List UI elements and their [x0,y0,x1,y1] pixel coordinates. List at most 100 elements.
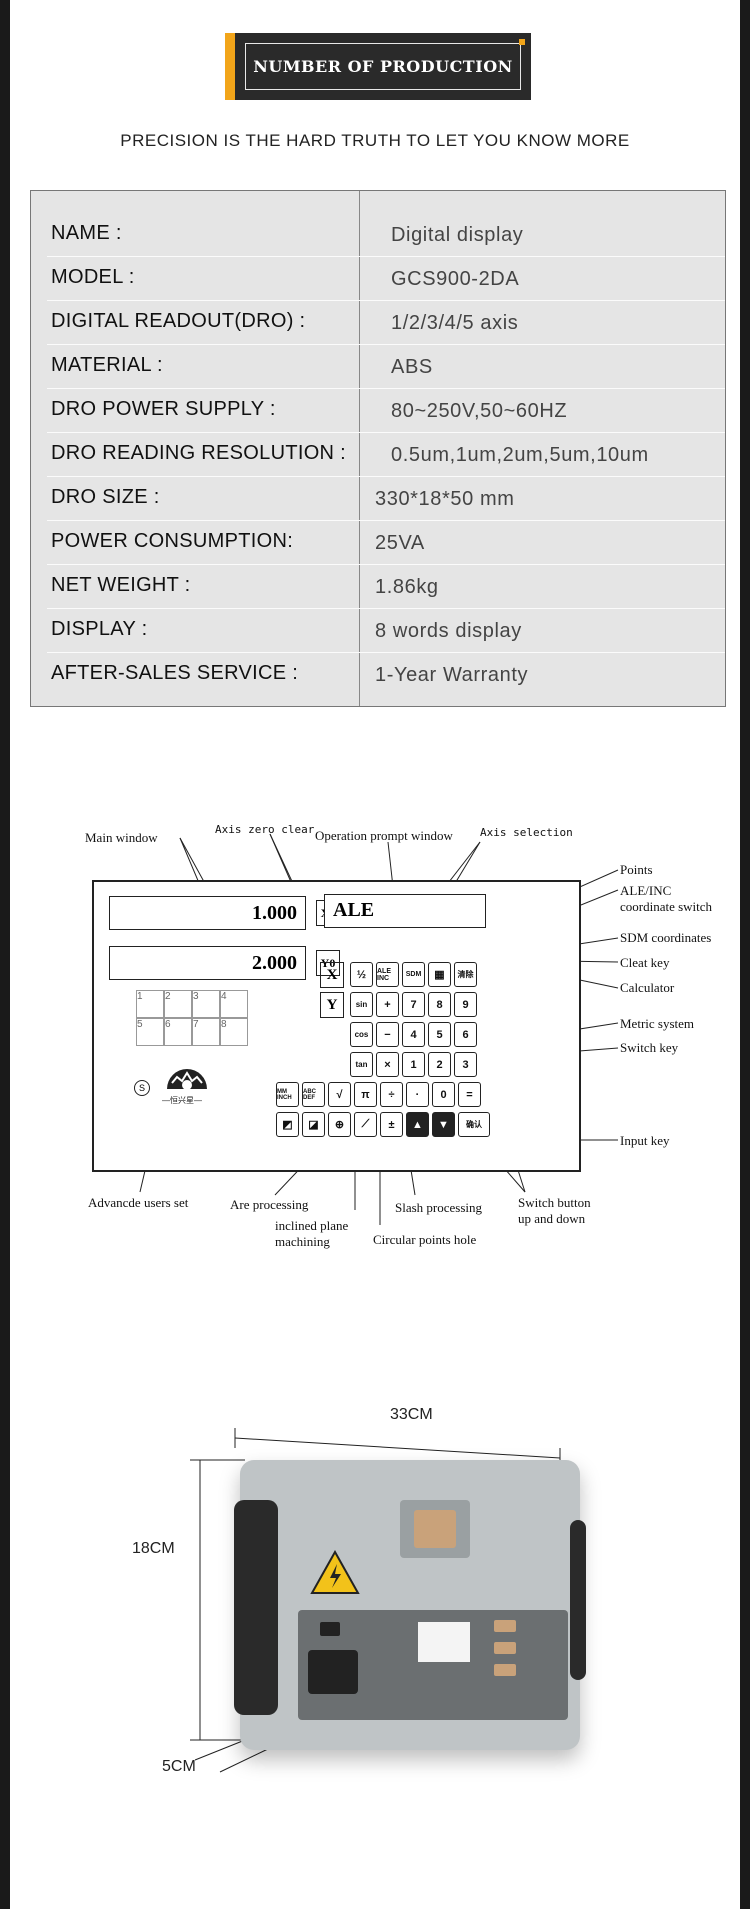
dro-device-back [234,1460,586,1750]
key-inclined-plane[interactable]: ◪ [302,1112,325,1137]
key-arc-processing[interactable]: ◩ [276,1112,299,1137]
spec-label: DISPLAY : [51,618,148,640]
power-switch[interactable] [320,1622,340,1636]
spec-row: DISPLAY : 8 words display [31,609,725,653]
key-mm-inch[interactable]: MM INCH [276,1082,299,1107]
key-cos[interactable]: cos [350,1022,373,1047]
key-slash-processing[interactable]: ⟋ [354,1112,377,1137]
key-9[interactable]: 9 [454,992,477,1017]
key-clear[interactable]: 清除 [454,962,477,987]
spec-value: Digital display [391,224,524,246]
spec-row: DRO SIZE :330*18*50 mm [31,477,725,521]
rear-connector-panel [298,1610,568,1720]
spec-value: ABS [391,356,433,378]
right-rubber-grip [570,1520,586,1680]
key-ale-inc[interactable]: ALE INC [376,962,399,987]
key-down-arrow[interactable]: ▼ [432,1112,455,1137]
label-input-key: Input key [620,1133,670,1148]
spec-label: MATERIAL : [51,354,163,376]
spec-value: 25VA [375,532,425,554]
left-rubber-grip [234,1500,278,1715]
key-divide[interactable]: ÷ [380,1082,403,1107]
spec-row: DRO POWER SUPPLY : 80~250V,50~60HZ [31,389,725,433]
label-up-down: up and down [518,1211,586,1226]
label-circular-points: Circular points hole [373,1232,477,1247]
spec-value: 330*18*50 mm [375,488,515,510]
badge-accent-bar [225,33,235,100]
key-pi[interactable]: π [354,1082,377,1107]
key-8[interactable]: 8 [428,992,451,1017]
key-tan[interactable]: tan [350,1052,373,1077]
key-sdm[interactable]: SDM [402,962,425,987]
axis-y-key[interactable]: Y [320,992,344,1018]
label-inclined-plane: inclined plane [275,1218,349,1233]
key-half[interactable]: ½ [350,962,373,987]
label-calculator: Calculator [620,980,675,995]
key-sqrt[interactable]: √ [328,1082,351,1107]
label-sdm: SDM coordinates [620,930,712,945]
key-plus-minus[interactable]: ± [380,1112,403,1137]
label-switch-button: Switch button [518,1195,591,1210]
dro-front-panel: 1.000 2.000 X0 Y0 ALE X Y ½ ALE INC SDM … [92,880,581,1172]
label-advanced-users: Advancde users set [88,1195,189,1210]
label-ale-inc: ALE/INC [620,883,672,898]
mounting-bracket [400,1500,470,1558]
section-subtitle: PRECISION IS THE HARD TRUTH TO LET YOU K… [120,131,630,150]
label-axis-selection: Axis selection [480,826,573,839]
spec-label: POWER CONSUMPTION: [51,530,294,552]
axis-x-key[interactable]: X [320,962,344,988]
prompt-text: ALE [333,899,375,921]
spec-value: 1/2/3/4/5 axis [391,312,519,334]
label-main-window: Main window [85,830,158,845]
key-up-arrow[interactable]: ▲ [406,1112,429,1137]
key-multiply[interactable]: × [376,1052,399,1077]
segment-box: 6 [164,1018,192,1046]
spec-row: DIGITAL READOUT(DRO) :1/2/3/4/5 axis [31,301,725,345]
key-circular-points[interactable]: ⊕ [328,1112,351,1137]
label-points: Points [620,862,653,877]
key-6[interactable]: 6 [454,1022,477,1047]
spec-label: DRO POWER SUPPLY : [51,398,276,420]
key-confirm[interactable]: 确认 [458,1112,490,1137]
key-sin[interactable]: sin [350,992,373,1017]
key-plus[interactable]: + [376,992,399,1017]
product-detail-page: NUMBER OF PRODUCTION PRECISION IS THE HA… [10,0,740,1909]
key-7[interactable]: 7 [402,992,425,1017]
badge-box: NUMBER OF PRODUCTION [235,33,531,100]
spec-row: NET WEIGHT :1.86kg [31,565,725,609]
spec-table: NAME :Digital display MODEL :GCS900-2DA … [30,190,726,707]
key-dot[interactable]: · [406,1082,429,1107]
key-3[interactable]: 3 [454,1052,477,1077]
key-5[interactable]: 5 [428,1022,451,1047]
label-switch-key: Switch key [620,1040,679,1055]
key-calculator[interactable]: ▦ [428,962,451,987]
spec-label: NAME : [51,222,122,244]
brand-name: —恒兴星— [162,1096,202,1105]
advanced-users-key[interactable]: S [134,1080,150,1096]
axis-port-3 [494,1664,516,1676]
spec-label: MODEL : [51,266,135,288]
spec-value: GCS900-2DA [391,268,520,290]
key-equals[interactable]: = [458,1082,481,1107]
key-4[interactable]: 4 [402,1022,425,1047]
axis-port-1 [494,1620,516,1632]
spec-row: MODEL : GCS900-2DA [31,257,725,301]
spec-value: 80~250V,50~60HZ [391,400,568,422]
power-socket [308,1650,358,1694]
height-dimension: 18CM [132,1540,175,1557]
spec-column-divider [359,191,360,706]
key-2[interactable]: 2 [428,1052,451,1077]
brand-logo-icon [167,1069,207,1090]
spec-label: DRO READING RESOLUTION : [51,442,347,464]
key-0[interactable]: 0 [432,1082,455,1107]
key-1[interactable]: 1 [402,1052,425,1077]
segment-box: 8 [220,1018,248,1046]
spec-value: 8 words display [375,620,522,642]
spec-row: POWER CONSUMPTION: 25VA [31,521,725,565]
spec-row: NAME : Digital display [31,213,725,257]
badge-corner-dot [519,39,525,45]
device-dimension-photo: 33CM 18CM 5CM [70,1400,730,1800]
key-minus[interactable]: − [376,1022,399,1047]
key-abc-def[interactable]: ABC DEF [302,1082,325,1107]
width-dimension: 33CM [390,1406,433,1423]
